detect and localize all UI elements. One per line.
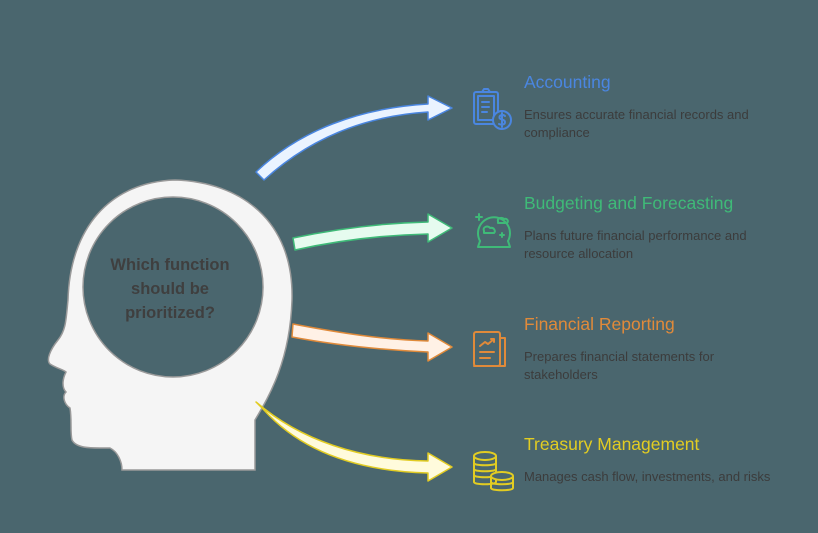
option-description: Prepares financial statements for stakeh… <box>524 349 715 382</box>
arrow-accounting <box>255 95 453 181</box>
option-title: Financial Reporting <box>524 314 675 334</box>
option-title: Accounting <box>524 72 611 92</box>
option-description: Ensures accurate financial records and c… <box>524 107 749 140</box>
arrow-reporting <box>291 323 453 362</box>
coin-stack-icon <box>473 451 514 492</box>
central-question: Which function should be prioritized? <box>110 256 230 322</box>
option-title: Treasury Management <box>524 434 700 454</box>
arrow-budgeting <box>292 213 453 251</box>
option-description: Manages cash flow, investments, and risk… <box>524 469 771 484</box>
arrow-treasury <box>255 401 453 482</box>
clipboard-dollar-icon <box>473 88 512 130</box>
thought-circle <box>82 196 264 378</box>
report-chart-icon <box>473 331 506 367</box>
option-description: Plans future financial performance and r… <box>524 228 747 261</box>
option-title: Budgeting and Forecasting <box>524 193 734 213</box>
crystal-ball-icon <box>475 213 511 248</box>
